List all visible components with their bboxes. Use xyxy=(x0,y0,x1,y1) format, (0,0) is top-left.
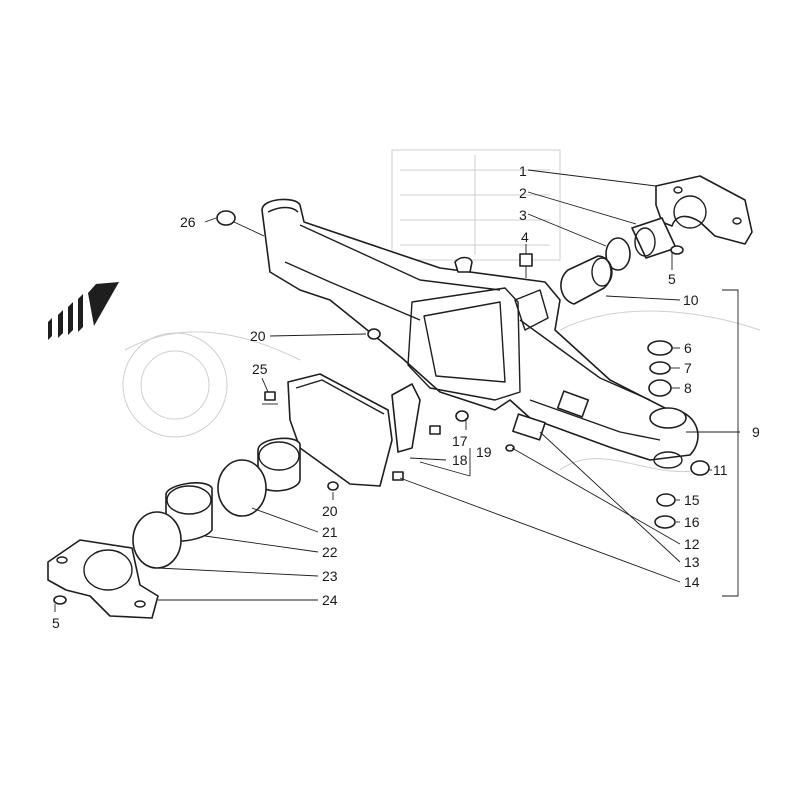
callout-2: 2 xyxy=(519,185,527,201)
callout-1: 1 xyxy=(519,163,527,179)
screw-part-12 xyxy=(505,444,515,452)
callout-14: 14 xyxy=(684,574,700,590)
direction-arrow-icon xyxy=(48,282,119,340)
bolt-part-5-top xyxy=(670,245,684,262)
ring-part-21 xyxy=(217,459,267,517)
callout-23: 23 xyxy=(322,568,338,584)
washer-part-15 xyxy=(656,493,676,507)
callout-21: 21 xyxy=(322,524,338,540)
callout-7: 7 xyxy=(684,360,692,376)
bolt-part-5-bottom xyxy=(53,595,67,612)
screw-part-25 xyxy=(262,391,278,405)
callout-9: 9 xyxy=(752,424,760,440)
callout-10: 10 xyxy=(683,292,699,308)
support-bracket-bottom xyxy=(47,539,159,619)
callout-11: 11 xyxy=(713,462,728,478)
callout-22: 22 xyxy=(322,544,338,560)
trunnion-tube-part-10 xyxy=(560,255,613,305)
washer-part-7 xyxy=(649,361,671,375)
washer-part-6 xyxy=(647,340,673,356)
ring-part-3 xyxy=(605,237,631,271)
callout-5-bottom: 5 xyxy=(52,615,60,631)
callout-18: 18 xyxy=(452,452,468,468)
callout-20-upper: 20 xyxy=(250,328,266,344)
bush-part-8 xyxy=(648,379,672,397)
axle-housing xyxy=(261,198,699,469)
callout-20-lower: 20 xyxy=(322,503,338,519)
pin-part-11 xyxy=(690,460,710,476)
callout-16: 16 xyxy=(684,514,700,530)
ring-part-23 xyxy=(132,511,182,569)
callout-8: 8 xyxy=(684,380,692,396)
cover-part-13 xyxy=(512,413,546,441)
callout-26: 26 xyxy=(180,214,196,230)
differential-flange xyxy=(287,373,469,487)
callout-25: 25 xyxy=(252,361,268,377)
callout-15: 15 xyxy=(684,492,700,508)
plug-part-4 xyxy=(519,253,533,278)
washer-part-16 xyxy=(654,515,676,529)
bolt-part-20-lower xyxy=(327,481,339,491)
callout-17: 17 xyxy=(452,433,468,449)
group-bracket xyxy=(722,289,739,597)
callout-24: 24 xyxy=(322,592,338,608)
bolt-part-20-upper xyxy=(367,328,381,340)
callout-5-top: 5 xyxy=(668,271,676,287)
callout-12: 12 xyxy=(684,536,700,552)
callout-3: 3 xyxy=(519,207,527,223)
support-bracket-top xyxy=(655,175,753,245)
callout-4: 4 xyxy=(521,229,529,245)
callout-6: 6 xyxy=(684,340,692,356)
ring-part-26 xyxy=(216,210,236,226)
callout-13: 13 xyxy=(684,554,700,570)
background-ghost-drawing xyxy=(122,149,761,473)
callout-labels: 1 2 3 4 5 6 7 8 9 10 11 12 13 14 15 16 1… xyxy=(52,163,760,631)
leader-lines xyxy=(157,169,740,601)
callout-19: 19 xyxy=(476,444,492,460)
